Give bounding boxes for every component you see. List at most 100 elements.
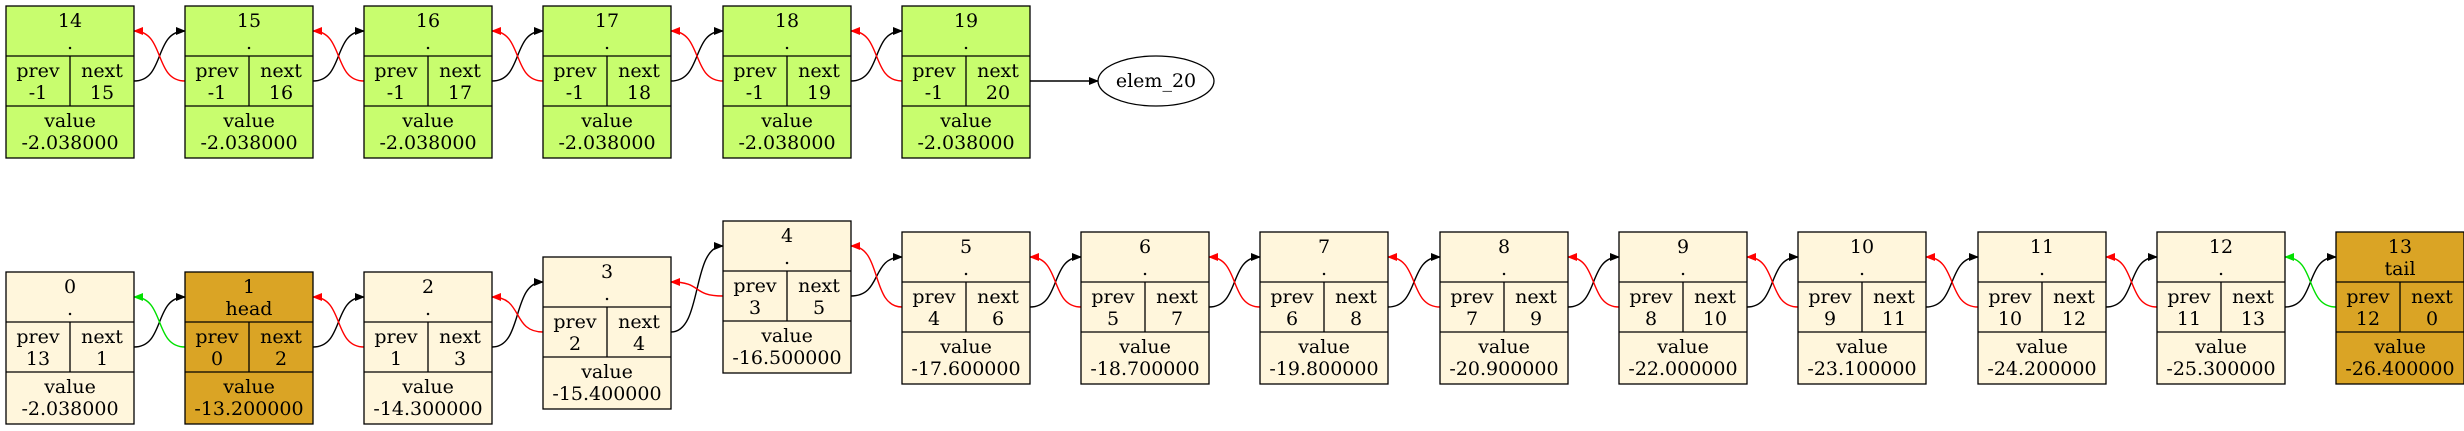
value-number: -15.400000 — [552, 383, 661, 405]
node-index: 12 — [2209, 236, 2233, 258]
edge-prev-17-16 — [491, 27, 544, 82]
node-tag: . — [67, 298, 73, 320]
prev-label: prev — [2346, 286, 2389, 308]
node-tag: . — [2218, 258, 2224, 280]
prev-value: 8 — [1645, 308, 1657, 330]
next-label: next — [439, 326, 481, 348]
prev-value: -1 — [566, 82, 585, 104]
edge-prev-15-14 — [133, 27, 186, 82]
prev-value: 7 — [1466, 308, 1478, 330]
value-label: value — [43, 110, 96, 132]
value-number: -17.600000 — [911, 358, 1020, 380]
prev-label: prev — [195, 60, 238, 82]
prev-label: prev — [553, 60, 596, 82]
node-tag: . — [1501, 258, 1507, 280]
prev-value: -1 — [925, 82, 944, 104]
prev-label: prev — [16, 60, 59, 82]
value-number: -2.038000 — [21, 132, 118, 154]
next-value: 3 — [454, 348, 466, 370]
value-number: -2.038000 — [917, 132, 1014, 154]
node-index: 18 — [775, 10, 799, 32]
edge-prev-9-8 — [1567, 253, 1620, 308]
next-label: next — [977, 60, 1019, 82]
value-label: value — [1477, 336, 1530, 358]
prev-label: prev — [2167, 286, 2210, 308]
next-label: next — [2232, 286, 2274, 308]
node-index: 16 — [416, 10, 440, 32]
value-label: value — [939, 336, 992, 358]
next-label: next — [81, 60, 123, 82]
node-tag: head — [226, 298, 273, 320]
prev-label: prev — [1808, 286, 1851, 308]
edge-prev-5-4 — [850, 242, 903, 308]
node-index: 11 — [2030, 236, 2054, 258]
external-node-ellipse — [1097, 55, 1215, 107]
edge-prev-10-9 — [1746, 253, 1799, 308]
edge-prev-18-17 — [670, 27, 724, 82]
value-number: -2.038000 — [558, 132, 655, 154]
value-label: value — [1656, 336, 1709, 358]
value-label: value — [401, 376, 454, 398]
next-value: 12 — [2062, 308, 2086, 330]
edge-prev-3-2 — [491, 293, 544, 333]
value-label: value — [222, 110, 275, 132]
value-number: -23.100000 — [1807, 358, 1916, 380]
next-value: 1 — [96, 348, 108, 370]
edge-prev-4-3 — [670, 278, 724, 297]
prev-label: prev — [912, 286, 955, 308]
value-label: value — [1297, 336, 1350, 358]
value-label: value — [2194, 336, 2247, 358]
prev-label: prev — [195, 326, 238, 348]
value-label: value — [1118, 336, 1171, 358]
next-value: 18 — [627, 82, 651, 104]
node-index: 1 — [243, 276, 255, 298]
value-number: -2.038000 — [379, 132, 476, 154]
prev-value: 13 — [26, 348, 50, 370]
node-index: 19 — [954, 10, 978, 32]
prev-value: 9 — [1824, 308, 1836, 330]
edge-prev-13-12 — [2284, 253, 2337, 308]
node-tag: . — [963, 258, 969, 280]
next-label: next — [1335, 286, 1377, 308]
value-label: value — [2015, 336, 2068, 358]
next-value: 4 — [633, 333, 645, 355]
next-label: next — [618, 311, 660, 333]
next-label: next — [977, 286, 1019, 308]
edge-prev-6-5 — [1029, 253, 1082, 308]
prev-label: prev — [1270, 286, 1313, 308]
node-index: 6 — [1139, 236, 1151, 258]
prev-label: prev — [1988, 286, 2031, 308]
prev-value: 6 — [1286, 308, 1298, 330]
node-index: 13 — [2388, 236, 2412, 258]
prev-value: 1 — [390, 348, 402, 370]
prev-value: 12 — [2356, 308, 2380, 330]
node-tag: . — [1142, 258, 1148, 280]
prev-label: prev — [374, 326, 417, 348]
next-value: 11 — [1882, 308, 1906, 330]
node-index: 5 — [960, 236, 972, 258]
node-tag: . — [2039, 258, 2045, 280]
edges-layer — [133, 27, 2337, 348]
value-number: -14.300000 — [373, 398, 482, 420]
node-tag: . — [963, 32, 969, 54]
value-number: -13.200000 — [194, 398, 303, 420]
value-label: value — [760, 110, 813, 132]
value-number: -18.700000 — [1090, 358, 1199, 380]
prev-label: prev — [16, 326, 59, 348]
node-tag: . — [604, 283, 610, 305]
node-tag: . — [784, 247, 790, 269]
prev-label: prev — [374, 60, 417, 82]
value-label: value — [580, 110, 633, 132]
next-label: next — [81, 326, 123, 348]
value-number: -2.038000 — [21, 398, 118, 420]
next-value: 0 — [2426, 308, 2438, 330]
value-number: -26.400000 — [2345, 358, 2454, 380]
edge-prev-2-1 — [312, 293, 365, 348]
